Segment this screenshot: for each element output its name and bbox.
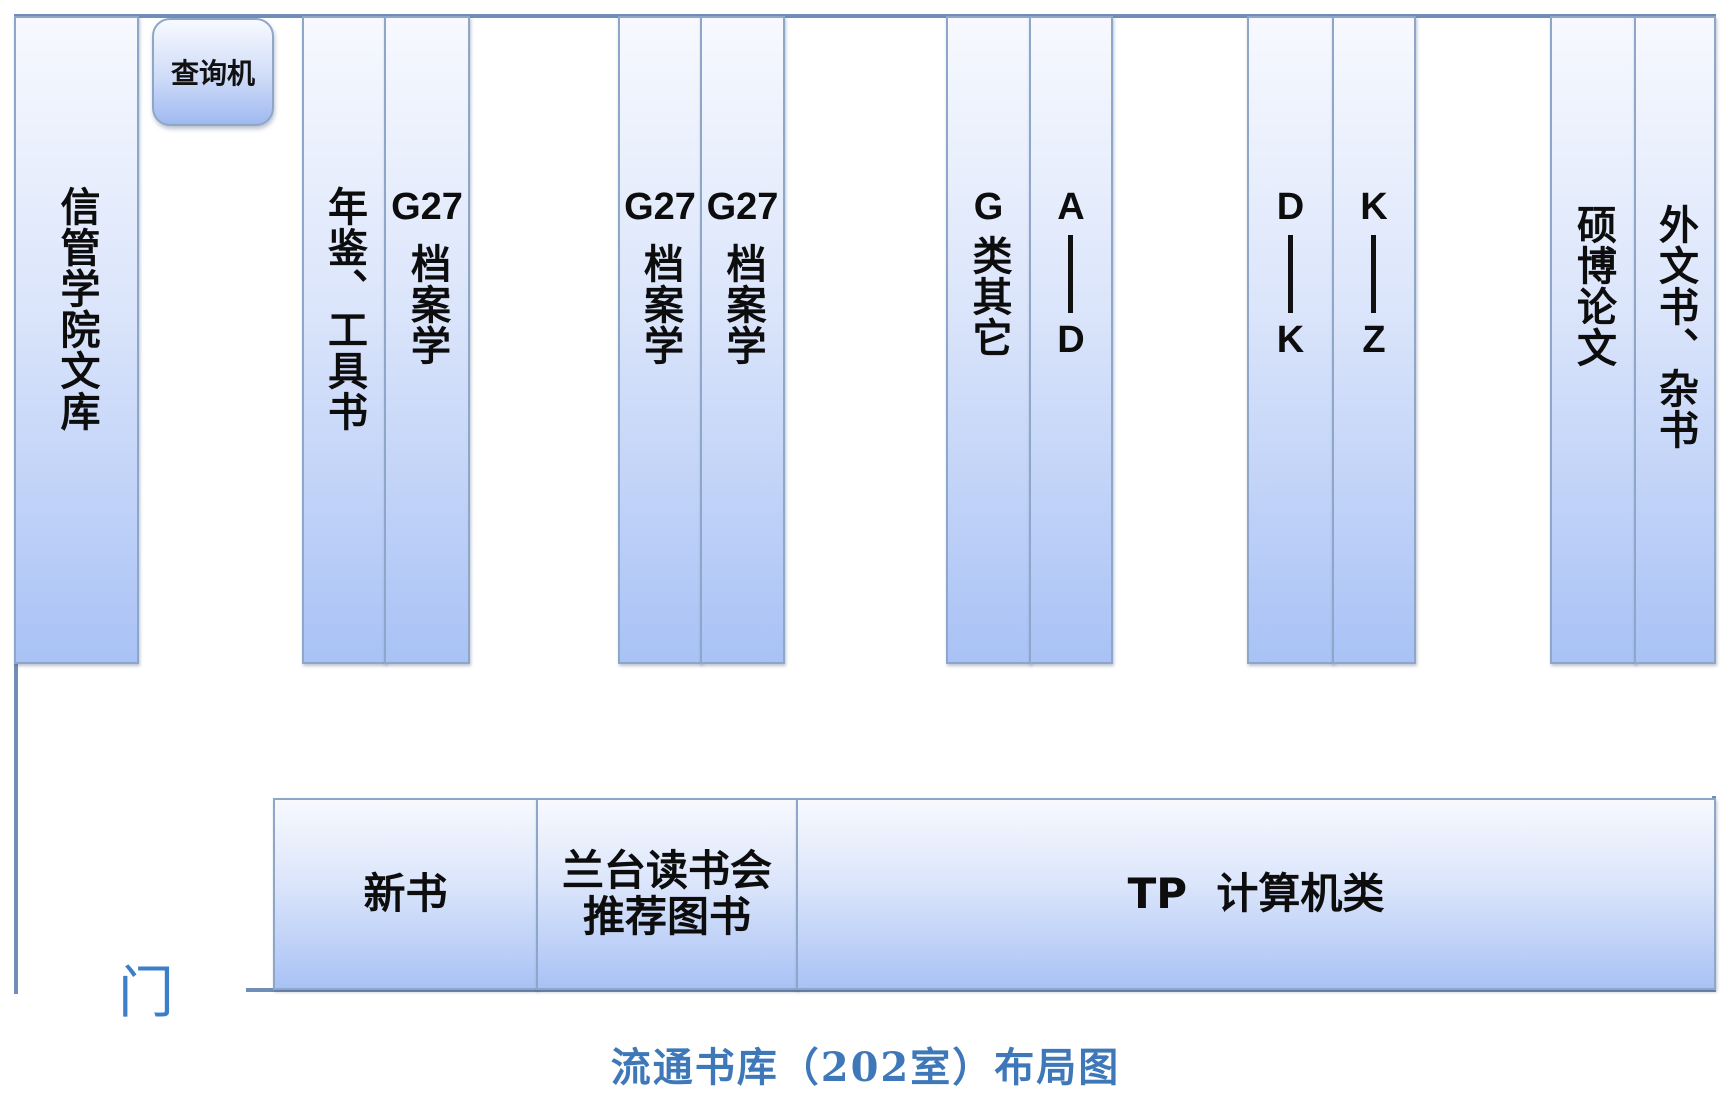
range-to: K	[1276, 319, 1305, 361]
shelf-code: G27	[624, 186, 696, 228]
shelf-label: 外文书、杂书	[1652, 204, 1698, 450]
shelf-foreign-books: 外文书、杂书	[1634, 16, 1716, 664]
reading-club-line1: 兰台读书会	[561, 845, 772, 895]
shelf-xinguan-library: 信管学院文库	[14, 16, 139, 664]
range-from: A	[1057, 186, 1085, 228]
shelf-g27-archives-3: G27 档案学	[700, 16, 785, 664]
diagram-caption: 流通书库（202室）布局图	[610, 1044, 1121, 1091]
query-kiosk-label: 查询机	[170, 57, 255, 90]
range-bar	[1068, 235, 1074, 313]
tp-computer-label: TP 计算机类	[1127, 868, 1385, 918]
shelf-a-to-d: A D	[1029, 16, 1113, 664]
shelf-d-to-k: D K	[1247, 16, 1334, 664]
shelf-new-books: 新书	[273, 798, 538, 990]
reading-club-line2: 推荐图书	[582, 892, 751, 941]
range-from: D	[1276, 186, 1305, 228]
shelf-k-to-z: K Z	[1332, 16, 1416, 664]
shelf-tp-computer: TP 计算机类	[796, 798, 1716, 990]
shelf-label: 类其它	[965, 235, 1012, 358]
shelf-range: D K	[1277, 186, 1304, 362]
shelf-label: 年鉴、工具书	[321, 186, 367, 432]
shelf-g27-archives-1: G27 档案学	[384, 16, 470, 664]
range-to: D	[1057, 319, 1085, 361]
shelf-code: G	[973, 186, 1004, 228]
shelf-range: A D	[1057, 186, 1084, 362]
shelf-g-other: G 类其它	[946, 16, 1031, 664]
shelf-theses: 硕博论文	[1550, 16, 1636, 664]
new-books-label: 新书	[363, 868, 448, 918]
range-from: K	[1360, 186, 1388, 228]
range-to: Z	[1362, 319, 1386, 361]
shelf-range: K Z	[1360, 186, 1387, 362]
door-label: 门	[118, 961, 174, 1026]
shelf-yearbooks: 年鉴、工具书	[302, 16, 386, 664]
shelf-reading-club: 兰台读书会 推荐图书	[536, 798, 798, 990]
shelf-label: 档案学	[404, 243, 450, 366]
shelf-code: G27	[706, 186, 779, 228]
shelf-label: 信管学院文库	[53, 186, 100, 432]
range-bar	[1371, 235, 1377, 313]
shelf-g27-archives-2: G27 档案学	[618, 16, 702, 664]
shelf-label: 档案学	[637, 243, 683, 366]
range-bar	[1287, 235, 1293, 313]
query-kiosk: 查询机	[152, 18, 274, 126]
shelf-label: 硕博论文	[1570, 204, 1616, 368]
shelf-code: G27	[391, 186, 463, 228]
shelf-label: 档案学	[719, 243, 766, 366]
top-wall	[14, 14, 1716, 18]
bottom-wall	[246, 988, 1716, 992]
